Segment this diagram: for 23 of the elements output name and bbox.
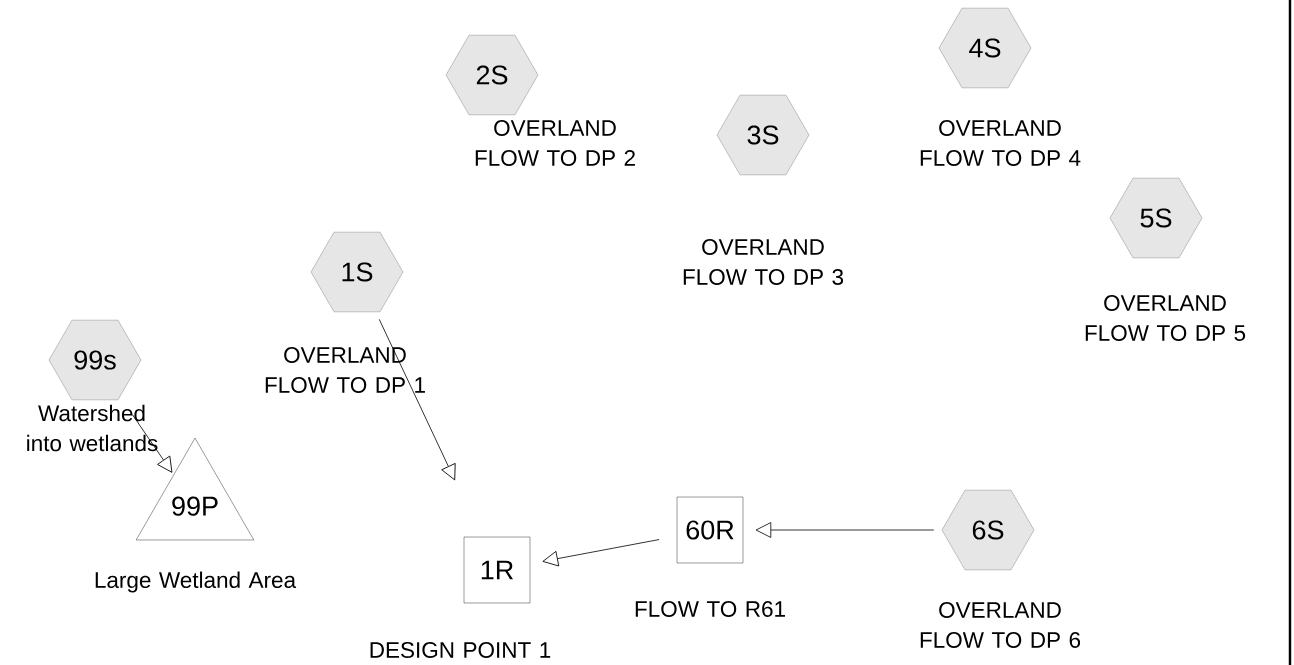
reach-box: 60R bbox=[676, 496, 744, 564]
node-caption: OVERLAND FLOW TO DP 4 bbox=[920, 120, 1081, 166]
subcatchment-hexagon: 3S bbox=[716, 94, 810, 176]
subcatchment-hexagon: 2S bbox=[445, 34, 539, 116]
node-caption: DESIGN POINT 1 bbox=[370, 642, 551, 658]
subcatchment-hexagon: 6S bbox=[941, 489, 1035, 571]
node-caption: Large Wetland Area bbox=[95, 571, 297, 593]
node-caption: OVERLAND FLOW TO DP 6 bbox=[920, 602, 1081, 648]
subcatchment-hexagon: 4S bbox=[938, 7, 1032, 89]
subcatchment-hexagon: 1S bbox=[310, 231, 404, 313]
subcatchment-hexagon: 99s bbox=[48, 319, 142, 401]
arrow bbox=[132, 414, 173, 473]
arrow bbox=[378, 318, 456, 481]
node-caption: Watershed into wetlands bbox=[27, 404, 158, 452]
reach-box: 1R bbox=[463, 536, 531, 604]
arrow bbox=[755, 522, 935, 538]
node-caption: OVERLAND FLOW TO DP 3 bbox=[683, 239, 844, 285]
arrow bbox=[542, 539, 660, 567]
node-caption: OVERLAND FLOW TO DP 1 bbox=[265, 347, 425, 393]
node-caption: OVERLAND FLOW TO DP 5 bbox=[1085, 295, 1246, 341]
node-caption: OVERLAND FLOW TO DP 2 bbox=[475, 120, 635, 166]
subcatchment-hexagon: 5S bbox=[1109, 177, 1203, 259]
node-caption: FLOW TO R61 bbox=[635, 601, 785, 617]
